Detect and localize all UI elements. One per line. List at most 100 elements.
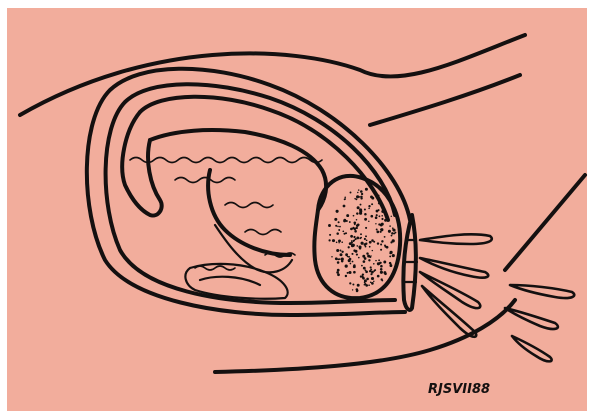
stipple-dot xyxy=(391,235,393,237)
stipple-dot xyxy=(347,256,348,257)
stipple-dot xyxy=(380,265,383,268)
stipple-dot xyxy=(377,242,379,244)
stipple-dot xyxy=(355,251,357,253)
stipple-dot xyxy=(335,225,337,227)
stipple-dot xyxy=(350,192,352,194)
stipple-dot xyxy=(358,245,361,248)
stipple-dot xyxy=(346,214,349,217)
stipple-dot xyxy=(380,268,383,271)
stipple-dot xyxy=(371,271,374,274)
stipple-dot xyxy=(360,233,362,235)
stipple-dot xyxy=(370,266,372,268)
stipple-dot xyxy=(365,227,367,229)
stipple-dot xyxy=(342,230,344,232)
stipple-dot xyxy=(353,271,356,274)
stipple-dot xyxy=(376,197,378,199)
stipple-dot xyxy=(341,241,343,243)
stipple-dot xyxy=(335,257,338,260)
stipple-dot xyxy=(389,264,392,267)
stipple-dot xyxy=(392,254,395,257)
stipple-dot xyxy=(383,261,386,264)
stipple-dot xyxy=(368,284,370,286)
stipple-dot xyxy=(380,228,382,230)
stipple-dot xyxy=(382,280,384,282)
stipple-dot xyxy=(369,246,371,248)
stipple-dot xyxy=(368,205,370,207)
stipple-dot xyxy=(386,246,389,249)
stipple-dot xyxy=(349,282,351,284)
stipple-dot xyxy=(380,271,383,274)
stipple-dot xyxy=(354,198,356,200)
stipple-dot xyxy=(356,290,358,292)
stipple-dot xyxy=(350,263,352,265)
stipple-dot xyxy=(371,239,374,242)
stipple-dot xyxy=(334,218,337,221)
stipple-dot xyxy=(357,206,360,209)
stipple-dot xyxy=(352,261,354,263)
stipple-dot xyxy=(368,255,370,257)
stipple-dot xyxy=(365,269,367,271)
stipple-dot xyxy=(328,239,330,241)
stipple-dot xyxy=(391,232,394,235)
stipple-dot xyxy=(392,239,395,242)
stipple-dot xyxy=(376,214,378,216)
artist-signature: RJSVII88 xyxy=(428,382,490,397)
stipple-dot xyxy=(365,188,368,191)
stipple-dot xyxy=(348,256,350,258)
stipple-dot xyxy=(329,234,331,236)
stipple-dot xyxy=(393,233,395,235)
stipple-dot xyxy=(384,245,386,247)
stipple-dot xyxy=(343,219,346,222)
stipple-dot xyxy=(363,260,366,263)
stipple-dot xyxy=(361,193,363,195)
stipple-dot xyxy=(355,238,357,240)
stipple-dot xyxy=(356,254,358,256)
stipple-dot xyxy=(364,279,367,282)
stipple-dot xyxy=(360,196,362,198)
stipple-dot xyxy=(351,240,352,241)
stipple-dot xyxy=(353,236,355,238)
stipple-dot xyxy=(359,237,361,239)
stipple-dot xyxy=(356,212,358,214)
stipple-dot xyxy=(371,277,374,280)
stipple-dot xyxy=(374,269,376,271)
stipple-dot xyxy=(337,269,340,272)
stipple-dot xyxy=(366,252,368,254)
stipple-dot xyxy=(352,227,354,229)
stipple-dot xyxy=(328,224,331,227)
stipple-dot xyxy=(389,225,391,227)
stipple-dot xyxy=(378,202,380,204)
stipple-dot xyxy=(338,242,339,243)
stipple-dot xyxy=(373,281,374,282)
stipple-dot xyxy=(371,282,374,285)
stipple-dot xyxy=(365,284,368,287)
stipple-dot xyxy=(366,278,369,281)
stipple-dot xyxy=(383,271,386,274)
stipple-dot xyxy=(336,242,338,244)
stipple-dot xyxy=(381,215,383,217)
stipple-dot xyxy=(378,223,380,225)
stipple-dot xyxy=(375,216,378,219)
stipple-dot xyxy=(338,239,341,242)
stipple-dot xyxy=(345,253,348,256)
stipple-dot xyxy=(381,218,383,220)
stipple-dot xyxy=(336,249,339,252)
stipple-dot xyxy=(384,219,387,222)
stipple-dot xyxy=(364,218,367,221)
stipple-dot xyxy=(348,271,351,274)
stipple-dot xyxy=(365,235,367,237)
stipple-dot xyxy=(376,231,379,234)
stipple-dot xyxy=(363,267,366,270)
stipple-dot xyxy=(353,250,355,252)
stipple-dot xyxy=(352,283,354,285)
stipple-dot xyxy=(370,269,372,271)
stipple-dot xyxy=(351,253,353,255)
stipple-dot xyxy=(376,229,378,231)
stipple-dot xyxy=(331,256,333,258)
stipple-dot xyxy=(388,230,391,233)
stipple-dot xyxy=(338,221,340,223)
stipple-dot xyxy=(382,210,385,213)
stipple-dot xyxy=(347,272,349,274)
stipple-dot xyxy=(380,243,382,245)
